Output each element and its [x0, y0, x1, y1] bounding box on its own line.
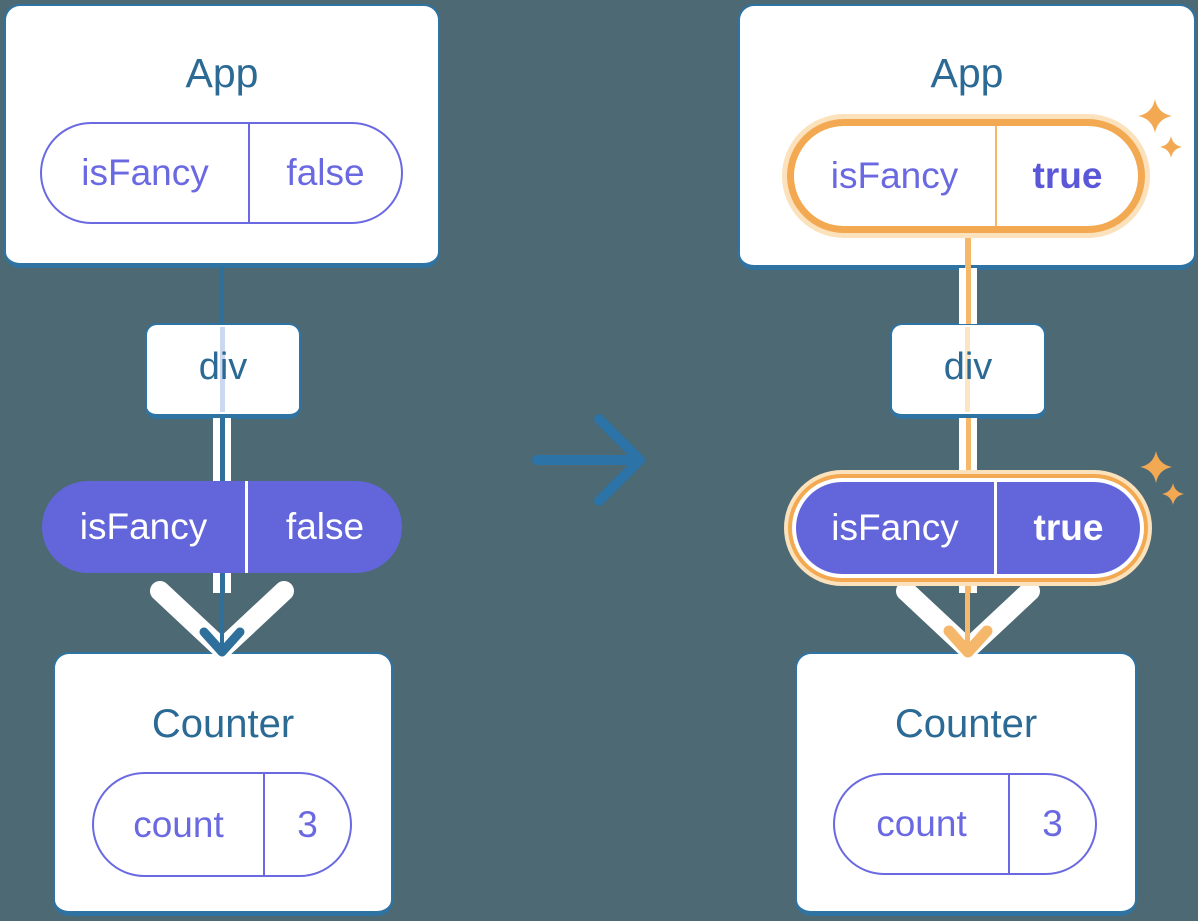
prop-name: isFancy	[796, 482, 997, 574]
div-label: div	[198, 346, 248, 388]
prop-arrow-shaft-before	[220, 575, 224, 649]
app-title: App	[185, 50, 259, 96]
app-state-pill-after-highlight: isFancy true	[782, 114, 1150, 238]
prop-value: true	[1033, 507, 1104, 548]
state-value: 3	[297, 803, 318, 845]
sparkle-icon	[1140, 451, 1172, 483]
state-name: count	[835, 775, 1010, 873]
app-title: App	[930, 50, 1004, 96]
prop-arrow-shaft-after	[965, 584, 970, 650]
counter-title: Counter	[894, 702, 1038, 746]
state-value: true	[1032, 155, 1103, 196]
app-state-pill-after: isFancy true	[794, 126, 1138, 226]
prop-pill-before: isFancy false	[42, 481, 402, 573]
arrow-right-icon	[532, 414, 645, 506]
prop-pill-after-highlight: isFancy true	[784, 470, 1152, 586]
pass-through-line	[220, 327, 225, 412]
pass-through-line	[965, 327, 970, 412]
prop-value: false	[285, 506, 365, 547]
counter-state-pill-after: count 3	[833, 773, 1097, 875]
prop-name: isFancy	[42, 481, 248, 573]
state-value: false	[286, 152, 365, 193]
state-value: 3	[1042, 803, 1063, 844]
div-node-before: div	[145, 323, 301, 419]
state-name: isFancy	[794, 126, 997, 226]
counter-title: Counter	[151, 702, 295, 746]
div-node-after: div	[890, 323, 1046, 419]
counter-state-pill-before: count 3	[92, 772, 352, 877]
connector-app-div-before	[220, 266, 224, 324]
prop-pill-after: isFancy true	[796, 482, 1140, 574]
connector-app-div-after	[959, 268, 977, 324]
state-line-in-card	[965, 234, 971, 270]
div-label: div	[943, 346, 993, 388]
app-state-pill-before: isFancy false	[40, 122, 403, 224]
sparkle-icon	[1162, 483, 1184, 505]
state-name: count	[94, 774, 265, 875]
state-name: isFancy	[42, 124, 250, 222]
